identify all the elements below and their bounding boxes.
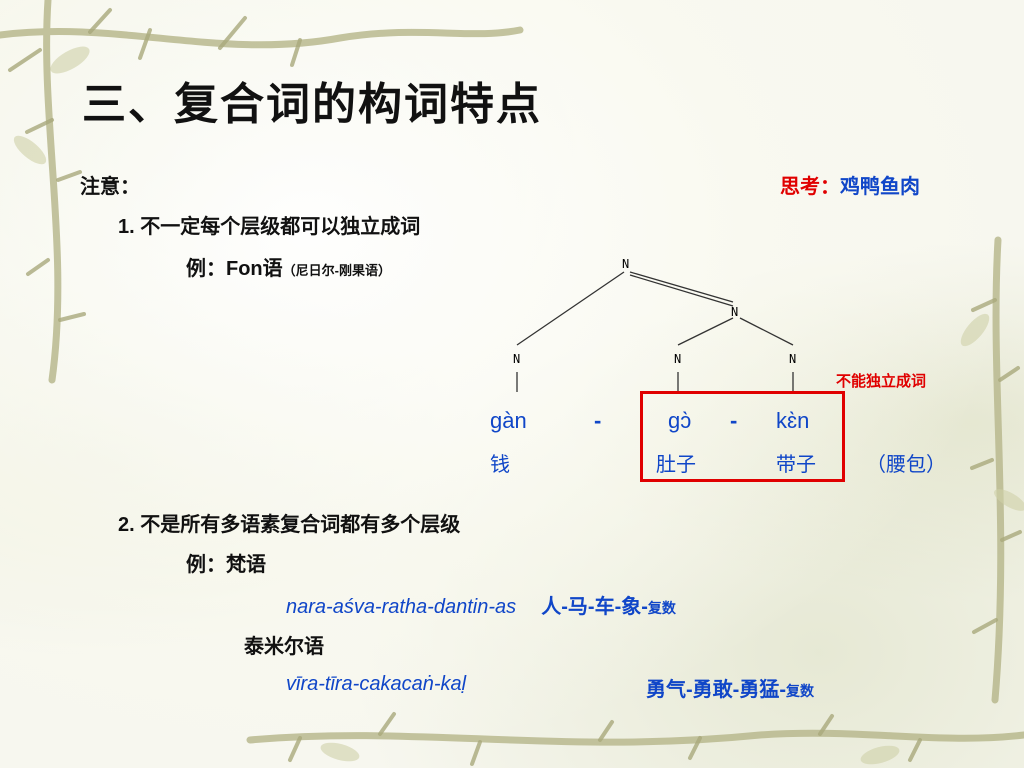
tamil-form: vīra-tīra-cakacaṅ-kaḷ [286,673,466,696]
sanskrit-form: nara-aśva-ratha-dantin-as [286,596,517,618]
fon-dash-2: - [730,408,738,433]
tree-node-leaf-2: N [674,352,681,366]
tree-node-leaf-1: N [513,352,520,366]
tree-edge [739,317,794,346]
think-value: 鸡鸭鱼肉 [840,176,920,198]
fon-word-1: gàn [490,408,527,433]
tree-edge [629,271,734,303]
sanskrit-line: nara-aśva-ratha-dantin-as 人-马-车-象-复数 [286,590,676,619]
highlight-box [640,391,845,482]
fon-meaning: （腰包） [866,454,946,476]
tamil-word: vīra-tīra-cakacaṅ-kaḷ [286,673,467,695]
tree-diagram: N N N N N [513,257,796,392]
fon-gloss-2: 肚子 [656,454,696,476]
fon-gloss-1: 钱 [490,454,510,476]
example-1: 例：Fon语（尼日尔-刚果语） [186,252,391,281]
tamil-gloss: 勇气-勇敢-勇猛- [646,679,786,701]
fon-word-3: kɛ̀n [776,408,810,433]
sanskrit-gloss: 人-马-车-象- [541,596,648,618]
tree-node-leaf-3: N [789,352,796,366]
fon-gloss-3: 带子 [776,454,816,476]
fon-word-2: gɔ̀ [668,408,692,433]
note-label: 注意： [80,176,140,198]
tree-node-inner: N [731,305,738,319]
tree-node-root: N [622,257,629,271]
think-label: 思考： [780,176,840,198]
tree-edge [516,271,625,346]
slide-title: 三、复合词的构词特点 [82,80,542,129]
point-1: 1. 不一定每个层级都可以独立成词 [118,216,421,238]
sanskrit-gloss-suffix: 复数 [647,600,676,616]
tree-edge [629,274,734,307]
tamil-gloss-suffix: 复数 [785,683,814,699]
example-1-label: 例：Fon语 [186,258,283,280]
tamil-label: 泰米尔语 [244,636,324,658]
tree-edge [677,317,734,346]
cannot-stand-alone-note: 不能独立成词 [836,373,927,390]
example-2-label: 例：梵语 [186,554,266,576]
example-1-note: （尼日尔-刚果语） [282,263,391,278]
fon-dash-1: - [594,408,602,433]
think-prompt: 思考：鸡鸭鱼肉 [780,170,920,199]
tamil-gloss-line: 勇气-勇敢-勇猛-复数 [646,673,814,702]
point-2: 2. 不是所有多语素复合词都有多个层级 [118,514,461,536]
